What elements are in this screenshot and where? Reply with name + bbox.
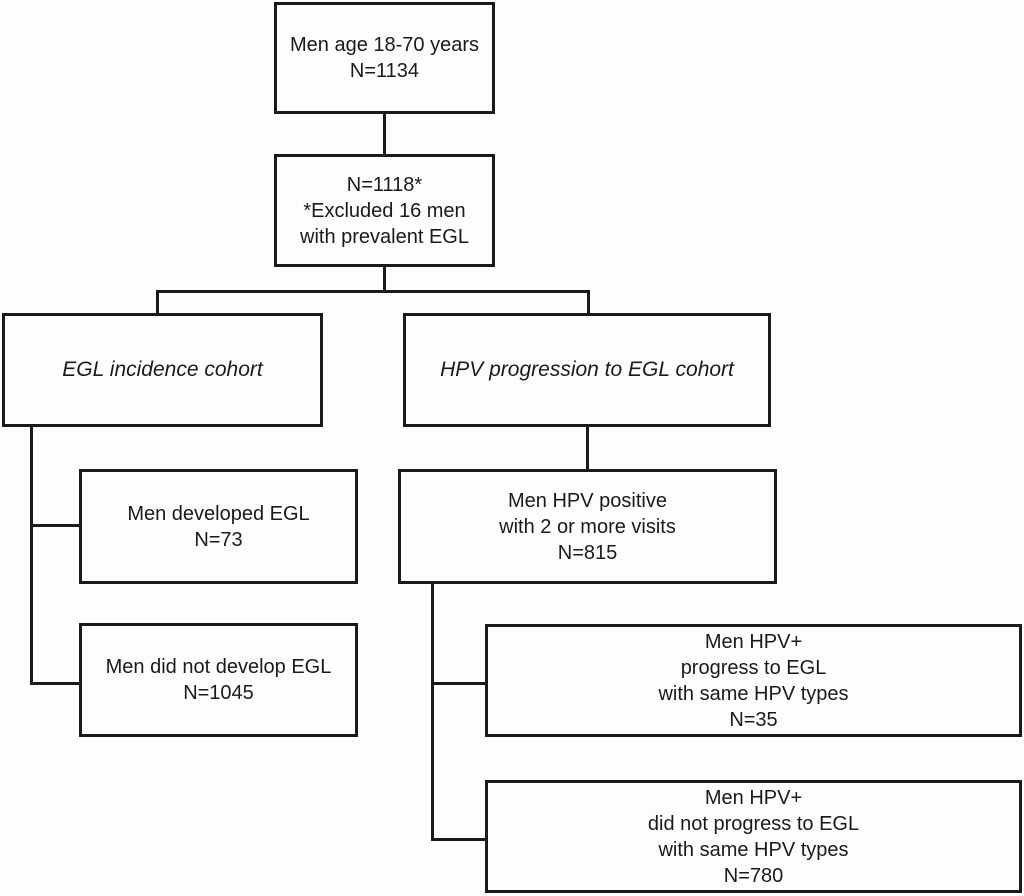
connector-stub-progressed [431,682,487,685]
node-progressed-to-egl: Men HPV+ progress to EGL with same HPV t… [485,624,1022,737]
node-developed-egl: Men developed EGL N=73 [79,469,358,584]
node-line: Men did not develop EGL [105,656,332,678]
node-hpv-positive: Men HPV positive with 2 or more visits N… [398,469,777,584]
connector-branch-right-drop [587,290,590,316]
node-line: EGL incidence cohort [62,358,263,381]
node-line: Men HPV positive [508,489,667,512]
node-line: with same HPV types [658,682,849,705]
node-line: N=1045 [183,682,254,704]
connector-stub-developed [30,524,81,527]
connector-total-to-excluded [383,112,386,157]
node-line: Men HPV+ [704,786,803,809]
connector-right-rail [431,582,434,841]
node-excluded: N=1118* *Excluded 16 men with prevalent … [274,154,495,267]
node-line: with 2 or more visits [499,515,676,538]
connector-stub-not-developed [30,682,81,685]
node-line: Men age 18-70 years [289,34,479,56]
node-line: did not progress to EGL [647,812,860,835]
node-line: N=780 [723,864,784,887]
node-line: N=35 [729,708,778,731]
node-line: with prevalent EGL [300,225,469,248]
connector-excluded-to-branch [383,266,386,293]
node-egl-incidence-cohort: EGL incidence cohort [2,313,323,427]
node-line: N=815 [557,541,618,564]
node-not-developed-egl: Men did not develop EGL N=1045 [79,623,358,737]
node-line: progress to EGL [680,656,827,679]
node-line: *Excluded 16 men [303,199,466,222]
connector-stub-not-progressed [431,838,487,841]
node-not-progressed-to-egl: Men HPV+ did not progress to EGL with sa… [485,780,1022,893]
node-line: Men HPV+ [704,630,803,653]
node-line: N=73 [194,528,243,551]
connector-left-rail [30,425,33,685]
node-line: N=1118* [346,173,423,196]
node-total-men: Men age 18-70 years N=1134 [274,2,495,114]
node-line: Men developed EGL [127,502,310,525]
node-line: N=1134 [349,60,420,82]
node-line: with same HPV types [658,838,849,861]
connector-branch-bar [156,290,590,293]
node-hpv-progression-cohort: HPV progression to EGL cohort [403,313,771,427]
node-line: HPV progression to EGL cohort [440,358,734,381]
connector-hpvcohort-to-hpvpositive [586,425,589,471]
connector-branch-left-drop [156,290,159,316]
